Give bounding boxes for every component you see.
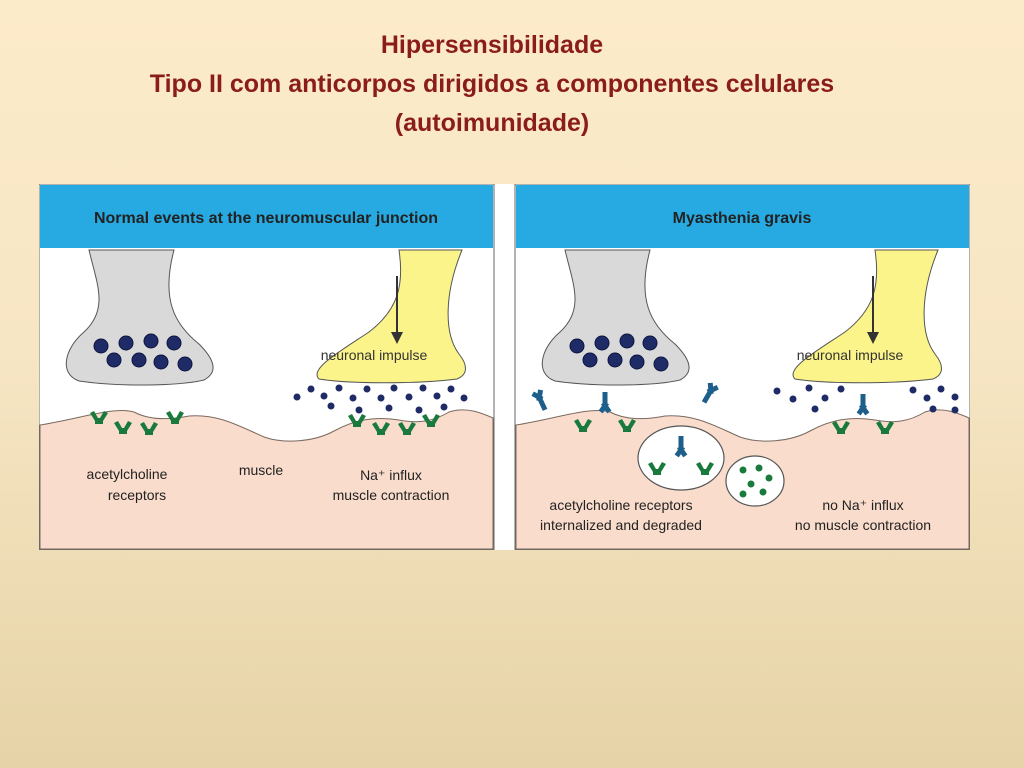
released-acetylcholine-mg <box>773 384 959 414</box>
slide-title-line-1: Hipersensibilidade <box>380 31 604 59</box>
slide-title-line-2: Tipo II com anticorpos dirigidos a compo… <box>149 70 835 98</box>
impulse-arrow-head-mg <box>867 332 879 344</box>
endocytic-vesicle <box>637 425 725 491</box>
nerve-terminal-active <box>316 249 466 384</box>
receptors-label-line-2: receptors <box>108 487 166 503</box>
na-influx-label: Na⁺ influx <box>360 467 422 483</box>
panel-myasthenia-header-bar <box>516 185 969 248</box>
no-na-influx-label: no Na⁺ influx <box>822 497 903 513</box>
degraded-fragments <box>739 464 773 498</box>
impulse-label-normal: neuronal impulse <box>321 347 428 363</box>
muscle-fiber-normal <box>39 409 494 550</box>
panel-normal-title: Normal events at the neuromuscular junct… <box>94 210 438 227</box>
slide-title: Hipersensibilidade Tipo II com anticorpo… <box>0 26 984 143</box>
muscle-label: muscle <box>239 462 284 478</box>
no-muscle-contraction-label: no muscle contraction <box>795 517 931 533</box>
figure-svg: Normal events at the neuromuscular junct… <box>39 184 970 550</box>
panel-myasthenia: Myasthenia gravis neuronal impulse <box>514 184 970 550</box>
impulse-label-myasthenia: neuronal impulse <box>797 347 904 363</box>
receptors-label-line-1: acetylcholine <box>87 466 168 482</box>
vesicles-resting <box>93 333 193 372</box>
neuromuscular-figure: Normal events at the neuromuscular junct… <box>39 184 970 550</box>
impulse-arrow-head <box>391 332 403 344</box>
muscle-contraction-label: muscle contraction <box>333 487 450 503</box>
released-acetylcholine <box>293 384 468 414</box>
vesicles-resting-mg <box>569 333 669 372</box>
degradation-vesicle <box>725 455 785 507</box>
panel-normal-header-bar <box>40 185 493 248</box>
internalized-label-line-2: internalized and degraded <box>540 517 702 533</box>
internalized-label-line-1: acetylcholine receptors <box>549 497 692 513</box>
slide-title-line-3: (autoimunidade) <box>394 109 590 137</box>
nerve-terminal-active-mg <box>792 249 942 384</box>
panel-myasthenia-title: Myasthenia gravis <box>673 210 812 227</box>
panel-normal: Normal events at the neuromuscular junct… <box>39 184 495 550</box>
